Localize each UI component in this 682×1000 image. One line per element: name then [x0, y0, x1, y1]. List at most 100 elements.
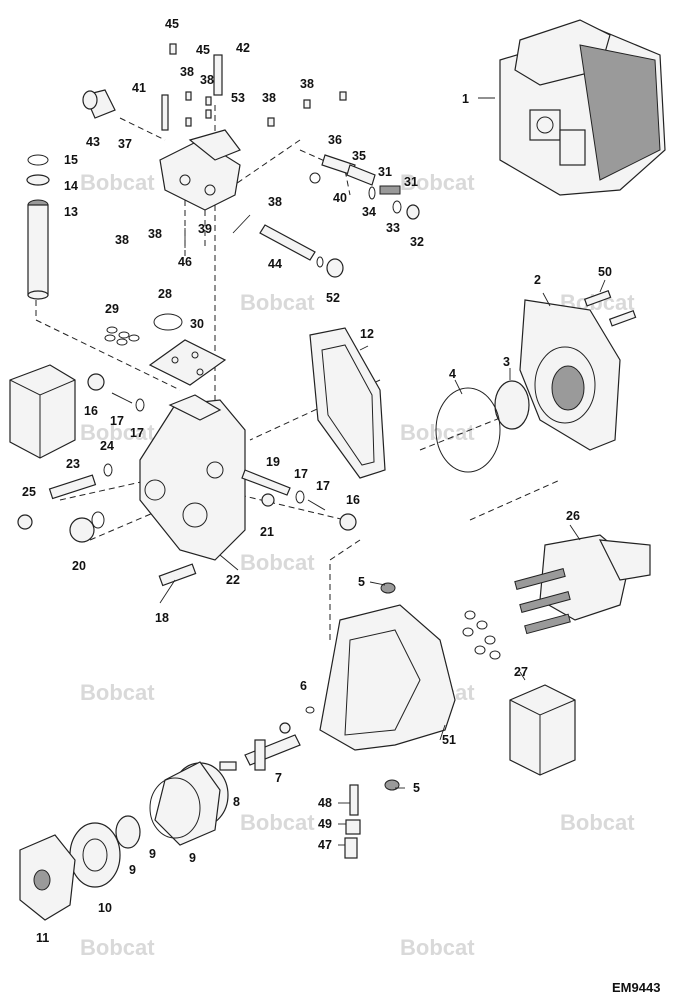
callout-label: 12 — [360, 327, 374, 341]
motor-assembly-part-1 — [499, 19, 666, 196]
cross-pin-part-7 — [219, 706, 315, 771]
callout-label: 17 — [294, 467, 308, 481]
watermark-text: Bobcat — [400, 170, 475, 195]
callout-label: 10 — [98, 901, 112, 915]
callout-label: 16 — [84, 404, 98, 418]
callout-label: 38 — [268, 195, 282, 209]
callout-label: 45 — [196, 43, 210, 57]
callout-label: 23 — [66, 457, 80, 471]
callout-label: 38 — [148, 227, 162, 241]
callout-label: 31 — [378, 165, 392, 179]
callout-label: 25 — [22, 485, 36, 499]
callout-label: 45 — [165, 17, 179, 31]
callout-label: 36 — [328, 133, 342, 147]
callout-label: 29 — [105, 302, 119, 316]
callout-label: 17 — [130, 426, 144, 440]
callout-label: 1 — [462, 92, 469, 106]
watermark-text: Bobcat — [80, 935, 155, 960]
callout-label: 31 — [404, 175, 418, 189]
watermark-text: Bobcat — [240, 290, 315, 315]
callout-label: 17 — [110, 414, 124, 428]
callout-label: 13 — [64, 205, 78, 219]
pin-spring-parts-right — [241, 469, 357, 531]
callout-label: 16 — [346, 493, 360, 507]
callout-label: 30 — [190, 317, 204, 331]
callout-label: 44 — [268, 257, 282, 271]
watermark-text: Bobcat — [560, 810, 635, 835]
callout-label: 34 — [362, 205, 376, 219]
leader-lines — [159, 97, 606, 846]
spool-part-44 — [259, 224, 344, 278]
callout-label: 11 — [36, 931, 49, 945]
watermark-text: Bobcat — [240, 550, 315, 575]
drawing-code: EM9443 — [612, 980, 660, 995]
callout-label: 14 — [64, 179, 78, 193]
callout-label: 33 — [386, 221, 400, 235]
callout-label: 32 — [410, 235, 424, 249]
callout-label: 9 — [149, 847, 156, 861]
callout-label: 15 — [64, 153, 78, 167]
callout-label: 9 — [129, 863, 136, 877]
callout-label: 21 — [260, 525, 274, 539]
watermark-text: Bobcat — [240, 810, 315, 835]
callout-label: 37 — [118, 137, 132, 151]
callout-label: 22 — [226, 573, 240, 587]
valve-spool-parts — [309, 154, 420, 220]
pin-part-48 — [344, 784, 361, 859]
callout-label: 18 — [155, 611, 169, 625]
plug-spring-parts — [17, 373, 197, 587]
gasket-part-30 — [148, 339, 227, 386]
callout-label: 47 — [318, 838, 332, 852]
watermark-text: Bobcat — [400, 420, 475, 445]
watermark-text: Bobcat — [80, 170, 155, 195]
watermark-text: Bobcat — [400, 935, 475, 960]
callout-label: 7 — [275, 771, 282, 785]
callout-label: 6 — [300, 679, 307, 693]
watermark-text: Bobcat — [80, 680, 155, 705]
pump-housing-part-51 — [319, 582, 456, 791]
callout-label: 38 — [262, 91, 276, 105]
callout-label: 19 — [266, 455, 280, 469]
control-block-part-39 — [159, 129, 241, 211]
callout-label: 8 — [233, 795, 240, 809]
callout-labels: 45 45 42 38 38 38 41 53 38 4 3 37 36 35 1… — [22, 17, 612, 945]
piston-rod-part-13 — [26, 154, 50, 300]
callout-label: 5 — [358, 575, 365, 589]
callout-label: 38 — [200, 73, 214, 87]
seals-part-28-29 — [104, 313, 183, 346]
callout-label: 42 — [236, 41, 250, 55]
callout-label: 4 — [449, 367, 456, 381]
callout-label: 48 — [318, 796, 332, 810]
callout-label: 20 — [72, 559, 86, 573]
callout-label: 46 — [178, 255, 192, 269]
callout-label: 35 — [352, 149, 366, 163]
callout-label: 51 — [442, 733, 456, 747]
callout-label: 5 — [413, 781, 420, 795]
valve-plate-part-10 — [69, 822, 121, 888]
valve-housing-part-22 — [139, 394, 246, 561]
callout-label: 38 — [180, 65, 194, 79]
callout-label: 49 — [318, 817, 332, 831]
callout-label: 50 — [598, 265, 612, 279]
end-plate-part-11 — [19, 834, 76, 921]
callout-label: 24 — [100, 439, 114, 453]
callout-label: 9 — [189, 851, 196, 865]
callout-label: 53 — [231, 91, 245, 105]
callout-label: 40 — [333, 191, 347, 205]
shaft-assembly-part-26 — [514, 534, 651, 635]
kit-box-part-27 — [509, 684, 576, 776]
callout-label: 41 — [132, 81, 146, 95]
solenoid-part-43 — [82, 89, 116, 119]
callout-label: 26 — [566, 509, 580, 523]
gasket-part-12 — [309, 327, 386, 479]
callout-label: 17 — [316, 479, 330, 493]
callout-label: 38 — [115, 233, 129, 247]
callout-label: 28 — [158, 287, 172, 301]
cylinder-block-part-9 — [115, 761, 229, 849]
callout-label: 2 — [534, 273, 541, 287]
seal-rings — [462, 610, 501, 660]
end-cover-part-2 — [435, 289, 637, 473]
callout-label: 38 — [300, 77, 314, 91]
callout-label: 3 — [503, 355, 510, 369]
